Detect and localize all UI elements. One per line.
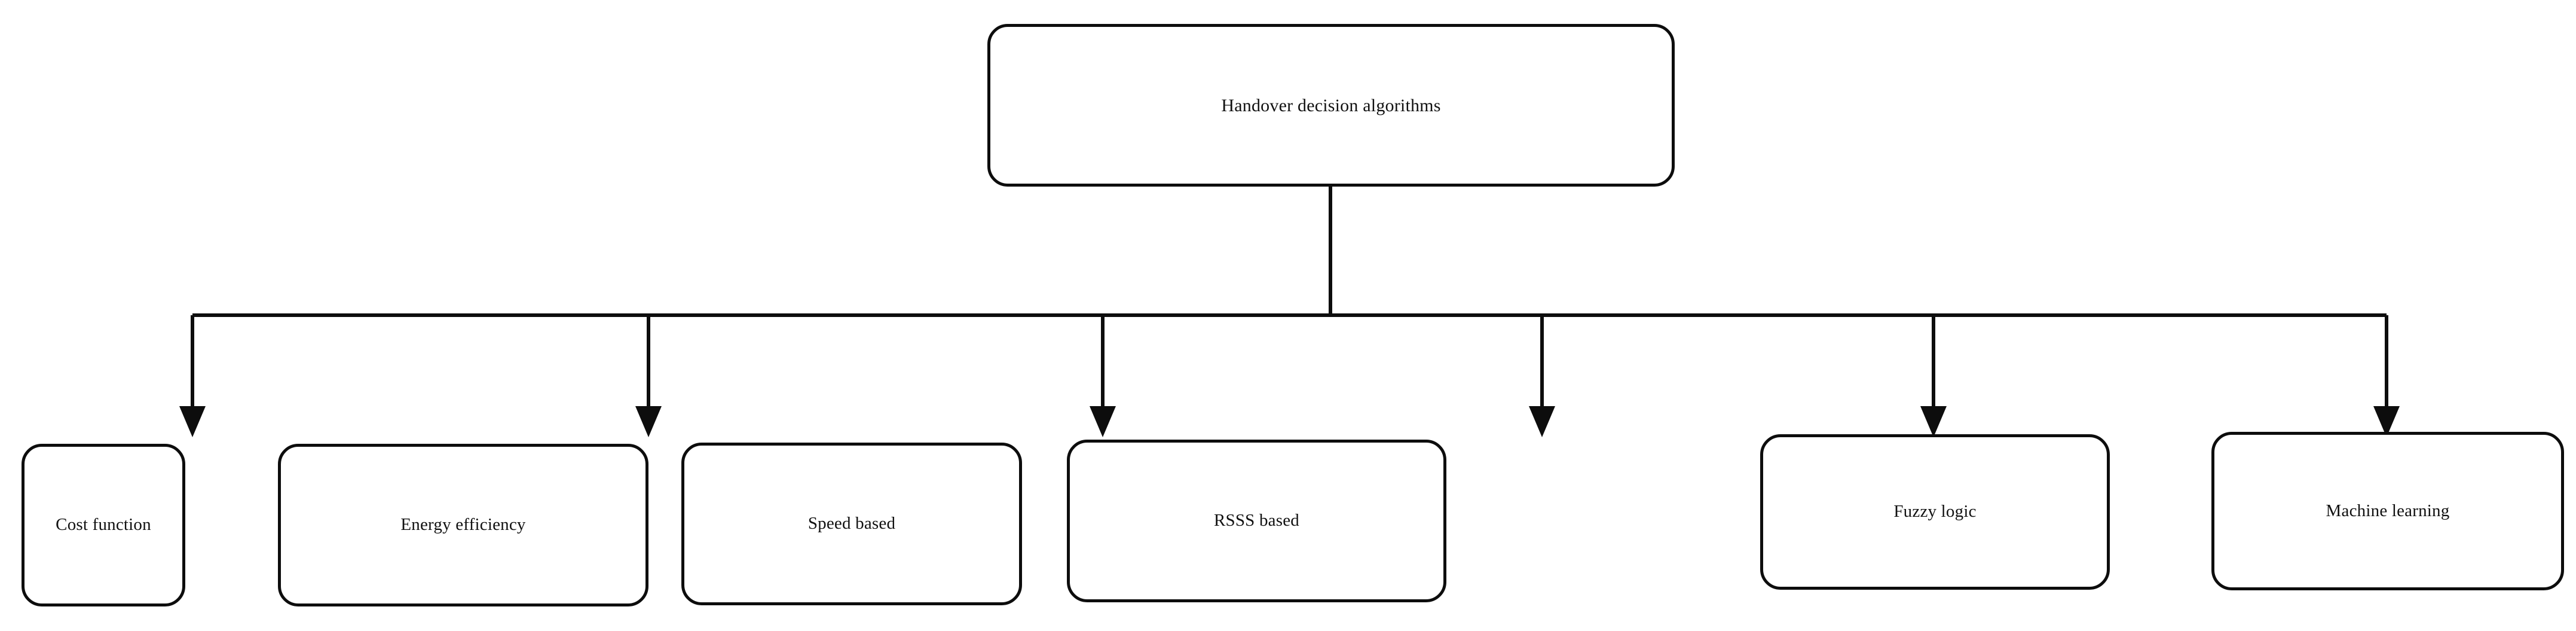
node-cost-function-label: Cost function bbox=[56, 515, 151, 535]
arrowhead-machine-learning bbox=[2373, 406, 2400, 437]
arrowhead-rsss-based bbox=[1529, 406, 1555, 437]
node-fuzzy-logic-label: Fuzzy logic bbox=[1893, 502, 1977, 522]
node-machine-learning[interactable]: Machine learning bbox=[2211, 432, 2564, 590]
arrowhead-cost-function bbox=[179, 406, 206, 437]
node-speed-based-label: Speed based bbox=[807, 514, 896, 534]
node-fuzzy-logic[interactable]: Fuzzy logic bbox=[1760, 434, 2110, 590]
node-energy-efficiency[interactable]: Energy efficiency bbox=[278, 444, 648, 606]
node-cost-function[interactable]: Cost function bbox=[22, 444, 185, 606]
node-root[interactable]: Handover decision algorithms bbox=[987, 24, 1675, 187]
node-speed-based[interactable]: Speed based bbox=[681, 443, 1022, 605]
arrowhead-fuzzy-logic bbox=[1920, 406, 1947, 437]
node-root-label: Handover decision algorithms bbox=[1221, 95, 1441, 115]
arrowhead-energy-efficiency bbox=[635, 406, 662, 437]
arrowhead-speed-based bbox=[1090, 406, 1116, 437]
node-energy-efficiency-label: Energy efficiency bbox=[400, 515, 526, 535]
node-rsss-based[interactable]: RSSS based bbox=[1067, 440, 1446, 602]
node-rsss-based-label: RSSS based bbox=[1213, 511, 1299, 531]
node-machine-learning-label: Machine learning bbox=[2326, 501, 2450, 520]
